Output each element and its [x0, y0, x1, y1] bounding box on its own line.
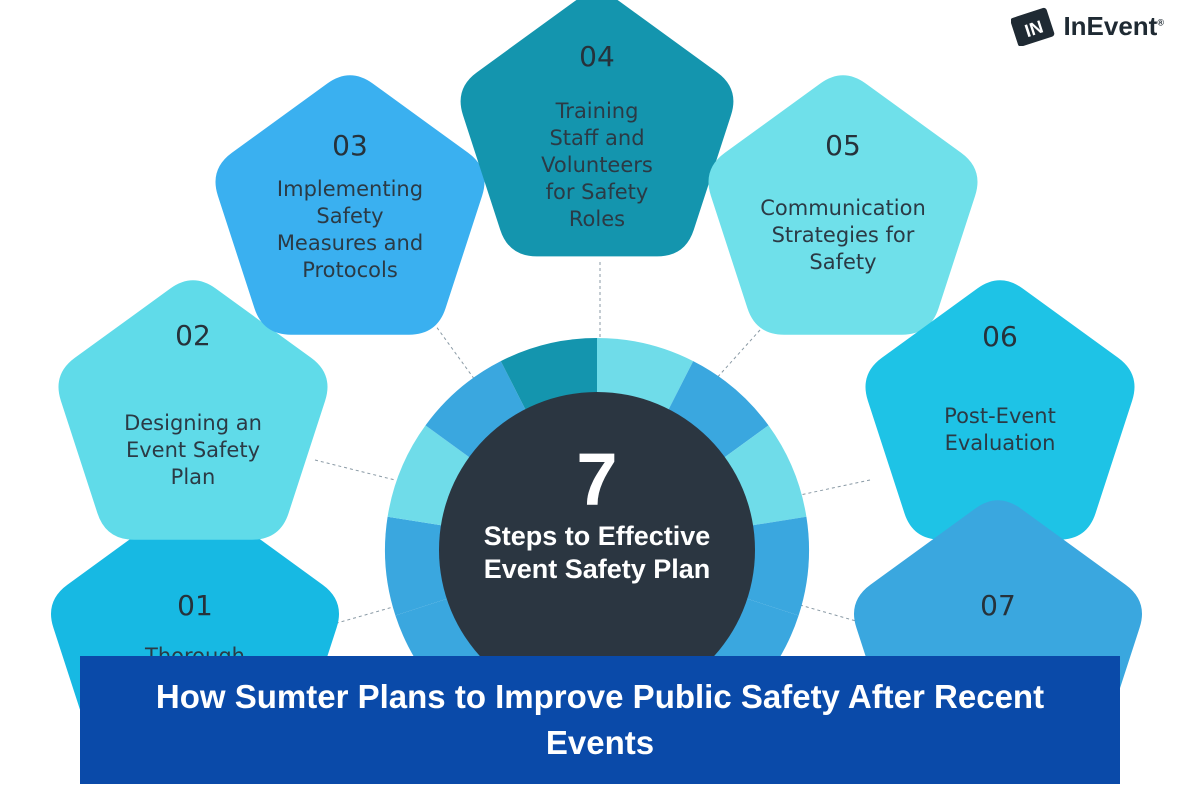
step-05-line: Communication — [760, 196, 926, 220]
step-03-pentagon — [215, 75, 485, 335]
step-03-line: Implementing — [277, 177, 423, 201]
step-05-line: Strategies for — [772, 223, 915, 247]
step-04-number: 04 — [579, 40, 615, 73]
center-hub — [439, 392, 755, 708]
step-02-pentagon — [58, 280, 328, 540]
inevent-logo-icon: IN — [1011, 7, 1055, 46]
step-06-line: Evaluation — [945, 431, 1056, 455]
center-title-line1: Steps to Effective — [484, 521, 711, 551]
step-05-line: Safety — [809, 250, 876, 274]
step-labels: 01 Thorough 02 Designing an Event Safety… — [124, 40, 1056, 668]
center-title-line2: Event Safety Plan — [484, 554, 711, 584]
step-02-line: Event Safety — [126, 438, 260, 462]
step-05-number: 05 — [825, 129, 861, 162]
article-title-banner: How Sumter Plans to Improve Public Safet… — [80, 656, 1120, 784]
article-title: How Sumter Plans to Improve Public Safet… — [155, 678, 1045, 761]
step-04-line: Roles — [569, 207, 625, 231]
center-step-count: 7 — [576, 438, 617, 521]
step-05-pentagon — [708, 75, 978, 335]
step-02-line: Designing an — [124, 411, 262, 435]
step-01-number: 01 — [177, 589, 213, 622]
logo-wordmark: InEvent — [1063, 10, 1158, 41]
step-04-line: for Safety — [546, 180, 649, 204]
step-06-line: Post-Event — [944, 404, 1056, 428]
step-04-line: Staff and — [549, 126, 644, 150]
step-03-number: 03 — [332, 129, 368, 162]
step-06-pentagon — [865, 280, 1135, 540]
inevent-logo: IN InEvent® — [1011, 6, 1164, 46]
step-03-line: Protocols — [302, 258, 398, 282]
step-06-number: 06 — [982, 320, 1018, 353]
logo-registered-mark: ® — [1157, 16, 1164, 27]
step-03-line: Safety — [316, 204, 383, 228]
step-04-line: Volunteers — [541, 153, 653, 177]
step-02-line: Plan — [171, 465, 216, 489]
svg-text:IN: IN — [1023, 17, 1046, 42]
step-04-line: Training — [555, 99, 639, 123]
step-02-number: 02 — [175, 319, 211, 352]
step-03-line: Measures and — [277, 231, 423, 255]
step-07-number: 07 — [980, 589, 1016, 622]
step-04-pentagon — [460, 0, 734, 257]
inevent-logo-text: InEvent® — [1063, 11, 1164, 42]
